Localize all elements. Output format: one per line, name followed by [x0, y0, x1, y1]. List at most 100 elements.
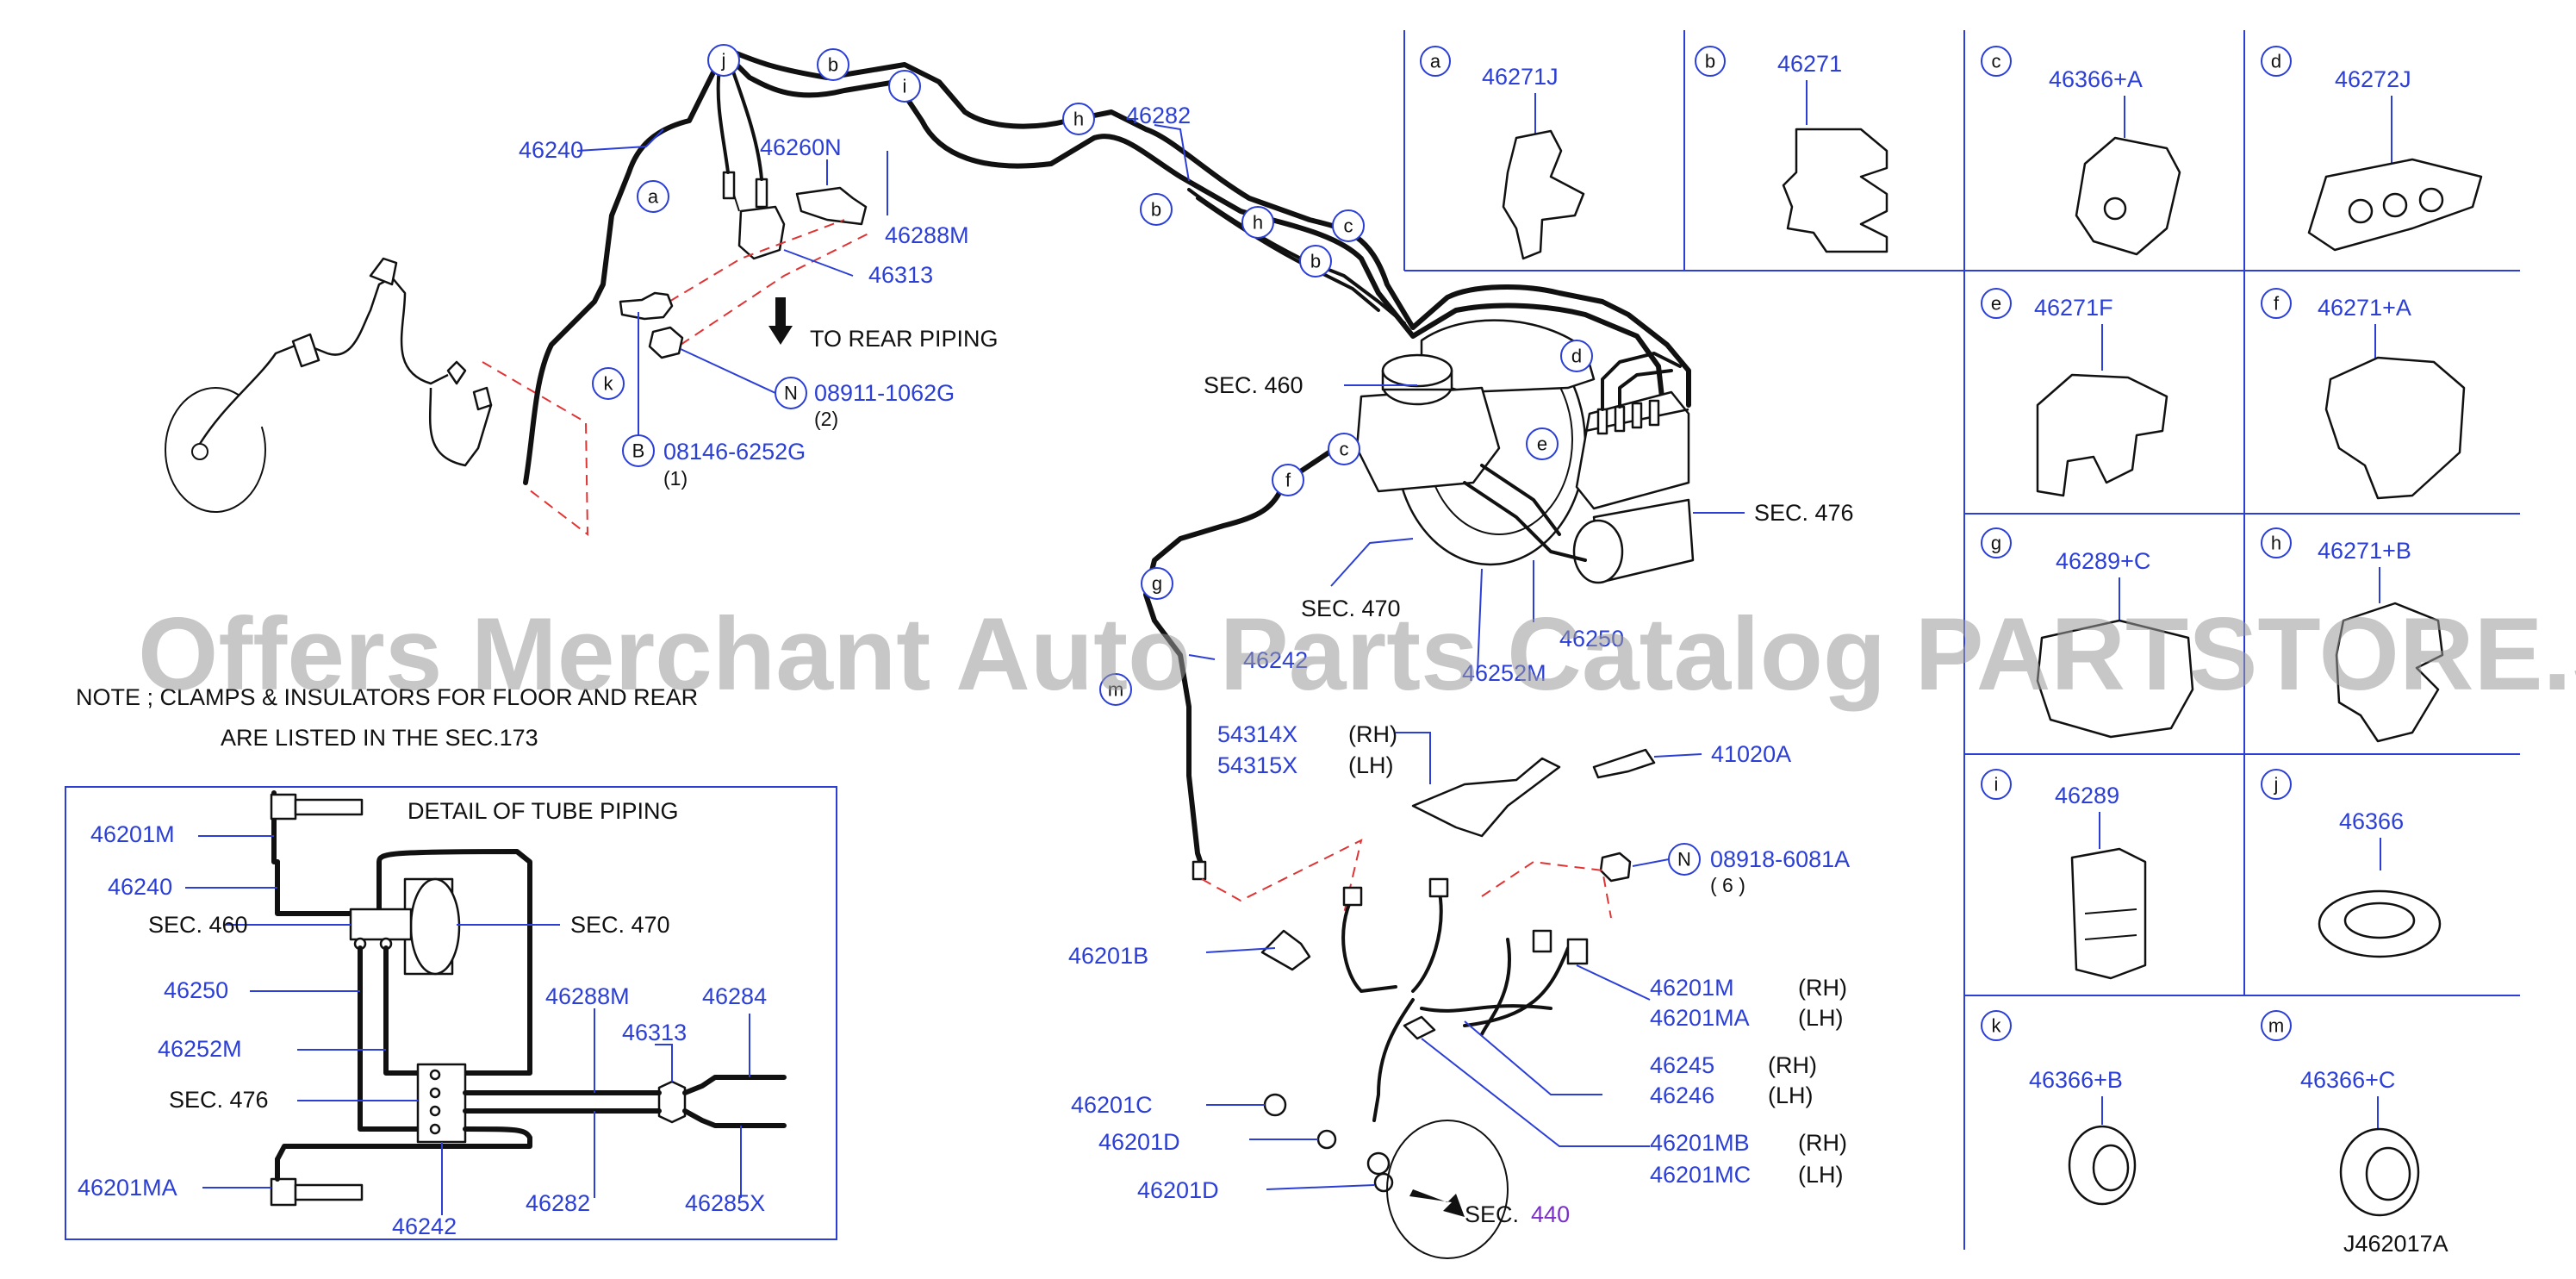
- detail-title: DETAIL OF TUBE PIPING: [408, 798, 679, 824]
- clip-cell-b[interactable]: b 46271: [1695, 46, 1888, 253]
- svg-text:g: g: [1991, 533, 2001, 554]
- callout-k-icon[interactable]: k: [592, 367, 625, 400]
- clip-cell-k[interactable]: k 46366+B: [1981, 1010, 2137, 1206]
- svg-text:h: h: [1073, 109, 1084, 130]
- clip-46366A-icon: [2075, 136, 2181, 256]
- label-46242: 46242: [1243, 647, 1308, 673]
- detail-label-46288M: 46288M: [545, 983, 630, 1009]
- label-54315X: 54315X: [1217, 752, 1297, 778]
- label-46201MC: 46201MC: [1650, 1162, 1751, 1188]
- rear-piping-line: [523, 49, 735, 485]
- brake-booster-assembly: [1355, 319, 1695, 584]
- label-46240: 46240: [519, 137, 583, 163]
- bracket-46260N-icon: [795, 186, 868, 226]
- clip-cell-d[interactable]: d 46272J: [2261, 46, 2483, 252]
- detail-label-46285X: 46285X: [685, 1190, 765, 1216]
- callout-b-icon[interactable]: b: [1299, 245, 1332, 278]
- label-46313: 46313: [868, 262, 933, 288]
- clip-part-46271: 46271: [1777, 51, 1842, 77]
- label-46201C: 46201C: [1071, 1092, 1153, 1118]
- label-08911-qty: (2): [814, 408, 838, 430]
- label-46250: 46250: [1559, 626, 1624, 652]
- detail-tube-piping-box: DETAIL OF TUBE PIPING: [65, 786, 837, 1240]
- clip-letter-f: f: [2261, 288, 2292, 319]
- clip-cell-a[interactable]: a 46271J: [1420, 46, 1585, 260]
- callout-c-icon[interactable]: c: [1332, 209, 1365, 242]
- svg-text:c: c: [1344, 215, 1353, 237]
- detail-label-sec-460: SEC. 460: [148, 912, 248, 938]
- callout-d-icon[interactable]: d: [1560, 340, 1593, 372]
- clip-part-46289C: 46289+C: [2056, 548, 2150, 574]
- detail-label-46284: 46284: [702, 983, 767, 1009]
- callout-i-icon[interactable]: i: [888, 70, 921, 103]
- callout-b-icon[interactable]: b: [1140, 193, 1173, 226]
- label-54315X-lh: (LH): [1348, 752, 1394, 778]
- svg-text:d: d: [1571, 346, 1582, 367]
- label-46201M-rh: (RH): [1798, 975, 1847, 1001]
- clip-cell-i[interactable]: i 46289: [1981, 769, 2147, 980]
- callout-e-icon[interactable]: e: [1526, 427, 1559, 460]
- clip-cell-j[interactable]: j 46366: [2261, 769, 2442, 958]
- svg-text:B: B: [632, 440, 645, 462]
- callout-b-icon[interactable]: b: [817, 48, 849, 81]
- label-46282: 46282: [1126, 103, 1191, 128]
- callout-m-icon[interactable]: m: [1099, 673, 1132, 706]
- label-46201MA: 46201MA: [1650, 1005, 1750, 1031]
- clip-part-46366: 46366: [2339, 808, 2404, 834]
- svg-text:h: h: [2271, 533, 2281, 554]
- detail-label-46252M: 46252M: [158, 1036, 242, 1062]
- detail-label-sec-476: SEC. 476: [169, 1087, 269, 1113]
- svg-text:c: c: [1340, 439, 1349, 460]
- clip-cell-h[interactable]: h 46271+B: [2261, 527, 2444, 743]
- callout-a-icon[interactable]: a: [637, 180, 669, 213]
- clip-letter-j: j: [2261, 769, 2292, 800]
- svg-text:c: c: [1992, 51, 2001, 72]
- clip-letter-k: k: [1981, 1010, 2012, 1041]
- clip-46201B-icon: [1260, 929, 1311, 971]
- callout-g-icon[interactable]: g: [1141, 567, 1173, 600]
- label-sec-470: SEC. 470: [1301, 596, 1401, 621]
- label-46252M: 46252M: [1462, 660, 1546, 686]
- callout-j-icon[interactable]: j: [707, 44, 740, 77]
- clip-cell-f[interactable]: f 46271+A: [2261, 288, 2466, 500]
- detail-label-46282: 46282: [526, 1190, 590, 1216]
- detail-label-46240: 46240: [108, 874, 172, 900]
- label-08146-6252G: 08146-6252G: [663, 439, 806, 465]
- clip-46271B-icon: [2335, 602, 2444, 743]
- svg-text:i: i: [1994, 774, 1999, 795]
- callout-h-icon[interactable]: h: [1241, 206, 1274, 239]
- clip-46289C-icon: [2036, 619, 2194, 739]
- svg-text:j: j: [2274, 774, 2279, 795]
- label-46245: 46245: [1650, 1052, 1714, 1078]
- label-46201D-lower: 46201D: [1137, 1177, 1219, 1203]
- clip-part-46289: 46289: [2055, 783, 2119, 808]
- callout-N-icon[interactable]: N: [1668, 843, 1701, 876]
- label-sec-440: SEC.440: [1465, 1201, 1570, 1227]
- clip-cell-e[interactable]: e 46271F: [1981, 288, 2168, 497]
- callout-h-icon[interactable]: h: [1062, 103, 1095, 135]
- clip-cell-g[interactable]: g 46289+C: [1981, 527, 2194, 739]
- svg-text:k: k: [604, 373, 614, 395]
- caliper-sec440-icon: [1386, 1120, 1509, 1259]
- clip-cell-c[interactable]: c 46366+A: [1981, 46, 2181, 256]
- label-46201MB-rh: (RH): [1798, 1130, 1847, 1156]
- clip-part-46271A: 46271+A: [2318, 295, 2411, 321]
- svg-text:e: e: [1991, 293, 2001, 315]
- clip-letter-g: g: [1981, 527, 2012, 558]
- callout-B-icon[interactable]: B: [622, 434, 655, 467]
- nut-08918-icon: [1599, 852, 1632, 883]
- clip-cell-m[interactable]: m 46366+C: [2261, 1010, 2420, 1217]
- label-46201MB: 46201MB: [1650, 1130, 1750, 1156]
- callout-f-icon[interactable]: f: [1272, 464, 1304, 496]
- label-46201D-upper: 46201D: [1098, 1129, 1180, 1155]
- label-46246: 46246: [1650, 1082, 1714, 1108]
- svg-text:a: a: [648, 186, 659, 208]
- bracket-54314X-icon: [1411, 757, 1561, 838]
- clip-letter-i: i: [1981, 769, 2012, 800]
- callout-c-icon[interactable]: c: [1328, 433, 1360, 465]
- label-08918-6081A: 08918-6081A: [1710, 846, 1850, 872]
- label-sec-476: SEC. 476: [1754, 500, 1854, 526]
- note-line-2: ARE LISTED IN THE SEC.173: [221, 725, 538, 751]
- callout-N-icon[interactable]: N: [775, 377, 807, 409]
- label-46201MA-lh: (LH): [1798, 1005, 1844, 1031]
